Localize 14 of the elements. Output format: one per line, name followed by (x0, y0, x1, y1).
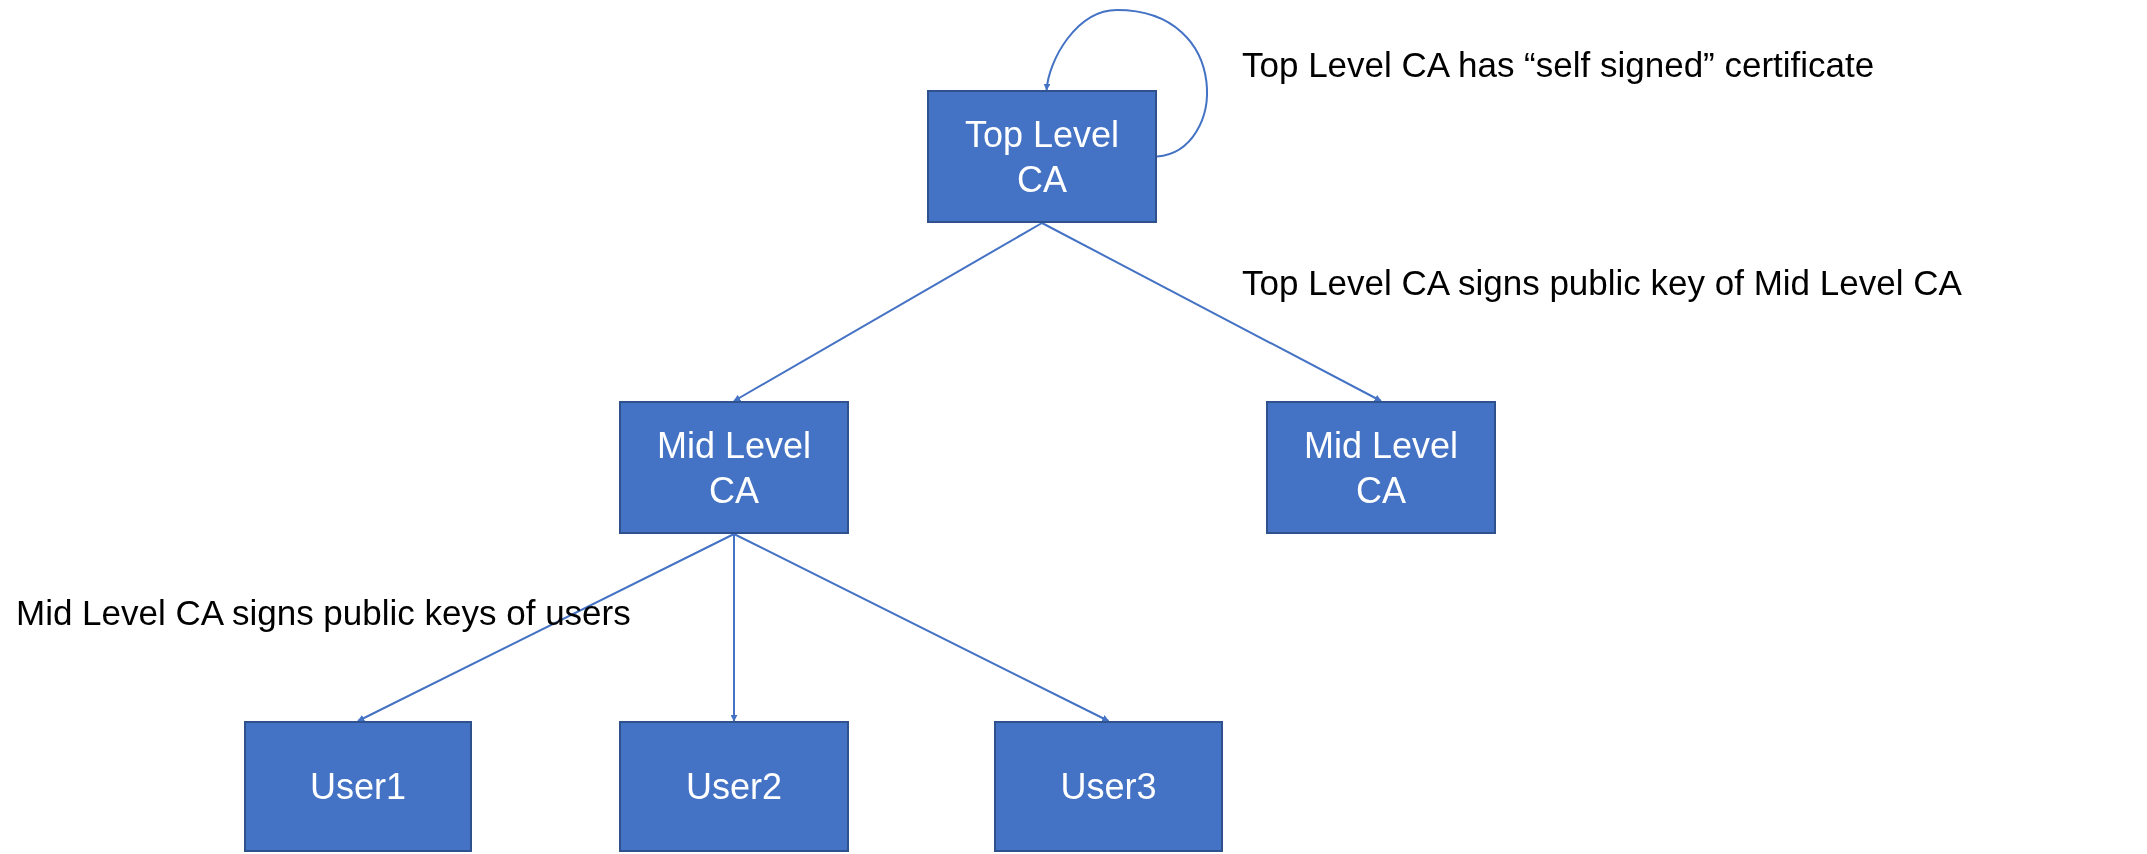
ca-box: Mid Level CA (619, 401, 849, 534)
ca-box: User1 (244, 721, 472, 852)
ca-box: User3 (994, 721, 1223, 852)
note-text: Top Level CA has “self signed” certificate (1242, 44, 1875, 86)
note-text: Top Level CA signs public key of Mid Level CA (1242, 262, 1962, 304)
arrow (1043, 9, 1208, 158)
arrow (1041, 222, 1382, 402)
ca-box: Mid Level CA (1266, 401, 1496, 534)
ca-box: Top Level CA (927, 90, 1157, 223)
arrow (733, 533, 1110, 722)
arrow (730, 533, 738, 722)
arrow (733, 222, 1043, 402)
ca-box: User2 (619, 721, 849, 852)
arrow (357, 533, 735, 722)
